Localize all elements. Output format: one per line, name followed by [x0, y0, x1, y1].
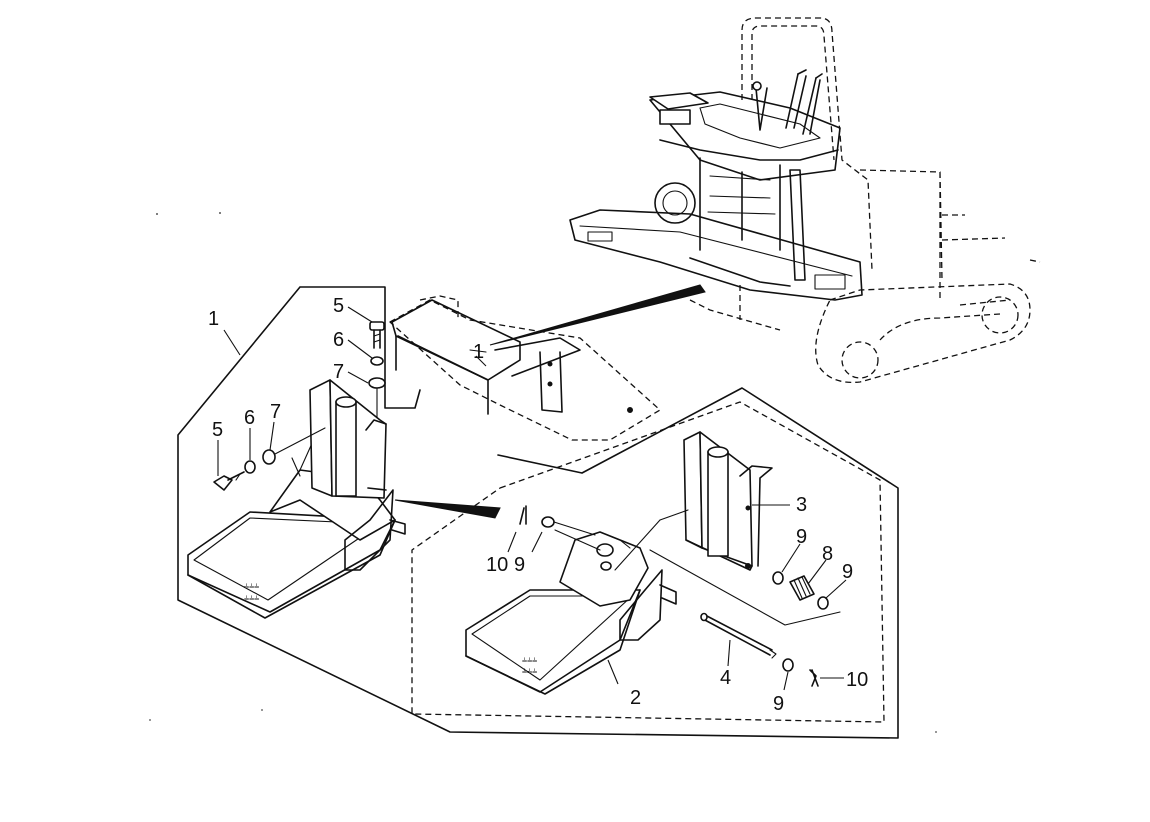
top-bolt-5	[369, 321, 385, 349]
left-step-studs: ⫨⫨⫨ ⫨⫨⫨	[244, 581, 259, 603]
callout-5-left: 5	[212, 419, 223, 441]
spring-8	[789, 575, 815, 601]
callout-8: 8	[822, 543, 833, 565]
svg-text:⫨⫨⫨: ⫨⫨⫨	[244, 581, 259, 591]
callout-3: 3	[796, 494, 807, 516]
callout-7-left: 7	[270, 401, 281, 423]
callout-5-top: 5	[333, 295, 344, 317]
callout-6-left: 6	[244, 407, 255, 429]
mounting-bracket	[389, 295, 661, 441]
washer-9-upper	[541, 516, 555, 528]
left-bolt-5	[213, 471, 245, 491]
callout-9-d: 9	[773, 693, 784, 715]
pointer-wedge-lower	[394, 499, 501, 519]
callout-labels: 1 1 5 6 7 5 6 7 3 9 8 9 10 9 4 2 9 10	[208, 295, 868, 715]
washer-9-lower	[782, 658, 794, 672]
left-lock-washer-6	[244, 460, 256, 474]
assembly-outline	[177, 286, 899, 739]
svg-text:⫨⫨⫨: ⫨⫨⫨	[244, 593, 259, 603]
callout-2: 2	[630, 687, 641, 709]
pivot-pin-4	[700, 612, 777, 659]
callout-10-b: 10	[846, 669, 868, 691]
washer-9-right-b	[817, 596, 829, 610]
callout-4: 4	[720, 667, 731, 689]
svg-text:⫨⫨⫨: ⫨⫨⫨	[522, 655, 537, 665]
scan-specks	[149, 212, 937, 733]
svg-text:⫨⫨⫨: ⫨⫨⫨	[522, 666, 537, 676]
top-flat-washer-7	[368, 377, 386, 389]
left-step-assembly: ⫨⫨⫨ ⫨⫨⫨	[187, 321, 406, 619]
exploded-step-assembly: ⫨⫨⫨ ⫨⫨⫨	[465, 431, 841, 695]
left-flat-washer-7	[262, 449, 276, 465]
pivot-bracket-3	[683, 431, 773, 571]
callout-6-top: 6	[333, 329, 344, 351]
pointer-wedge-upper	[489, 284, 706, 346]
callout-9-a: 9	[796, 526, 807, 548]
callout-1-frame: 1	[473, 341, 484, 363]
callout-9-b: 9	[842, 561, 853, 583]
leader-lines	[217, 306, 847, 691]
tracked-carrier-machine	[569, 17, 1041, 384]
top-lock-washer-6	[370, 356, 384, 366]
cotter-pin-10-lower	[809, 669, 819, 687]
detail-outline	[411, 401, 885, 723]
cotter-pin-10-upper	[519, 505, 527, 525]
callout-10-a: 10	[486, 554, 508, 576]
callout-9-c: 9	[514, 554, 525, 576]
callout-1-main: 1	[208, 308, 219, 330]
washer-9-right-a	[772, 571, 784, 585]
exploded-step-studs: ⫨⫨⫨ ⫨⫨⫨	[522, 655, 537, 676]
callout-7-top: 7	[333, 361, 344, 383]
